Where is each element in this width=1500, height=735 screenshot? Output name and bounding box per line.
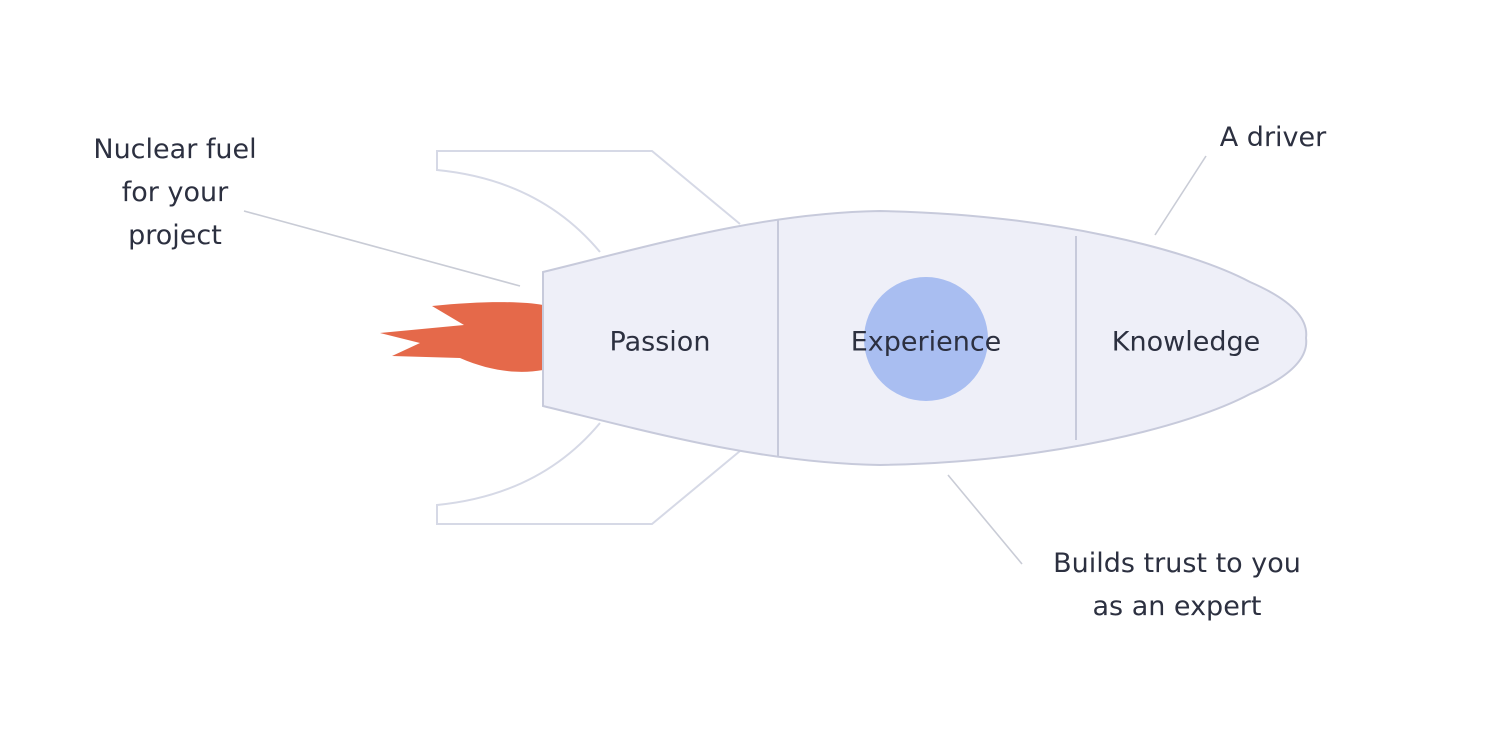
section-label-passion: Passion bbox=[610, 327, 711, 358]
leader-line-driver bbox=[1154, 155, 1207, 236]
flame-icon bbox=[380, 302, 543, 372]
section-label-knowledge: Knowledge bbox=[1112, 327, 1260, 358]
annotation-driver-line: A driver bbox=[1219, 122, 1327, 153]
annotation-fuel: Nuclear fuel for your project bbox=[55, 128, 295, 257]
leader-line-fuel bbox=[243, 210, 521, 287]
annotation-fuel-line: Nuclear fuel bbox=[93, 134, 257, 165]
rocket-top-fin bbox=[436, 150, 741, 253]
annotation-driver: A driver bbox=[1193, 116, 1353, 159]
leader-line-trust bbox=[947, 474, 1023, 565]
annotation-trust-line: as an expert bbox=[1092, 591, 1262, 622]
experience-highlight-circle bbox=[864, 277, 988, 401]
annotation-trust: Builds trust to you as an expert bbox=[1017, 542, 1337, 628]
annotation-fuel-line: for your bbox=[121, 177, 229, 208]
annotation-fuel-line: project bbox=[128, 220, 222, 251]
rocket-bottom-fin bbox=[436, 422, 741, 525]
annotation-trust-line: Builds trust to you bbox=[1053, 548, 1301, 579]
section-label-experience: Experience bbox=[851, 327, 1002, 358]
